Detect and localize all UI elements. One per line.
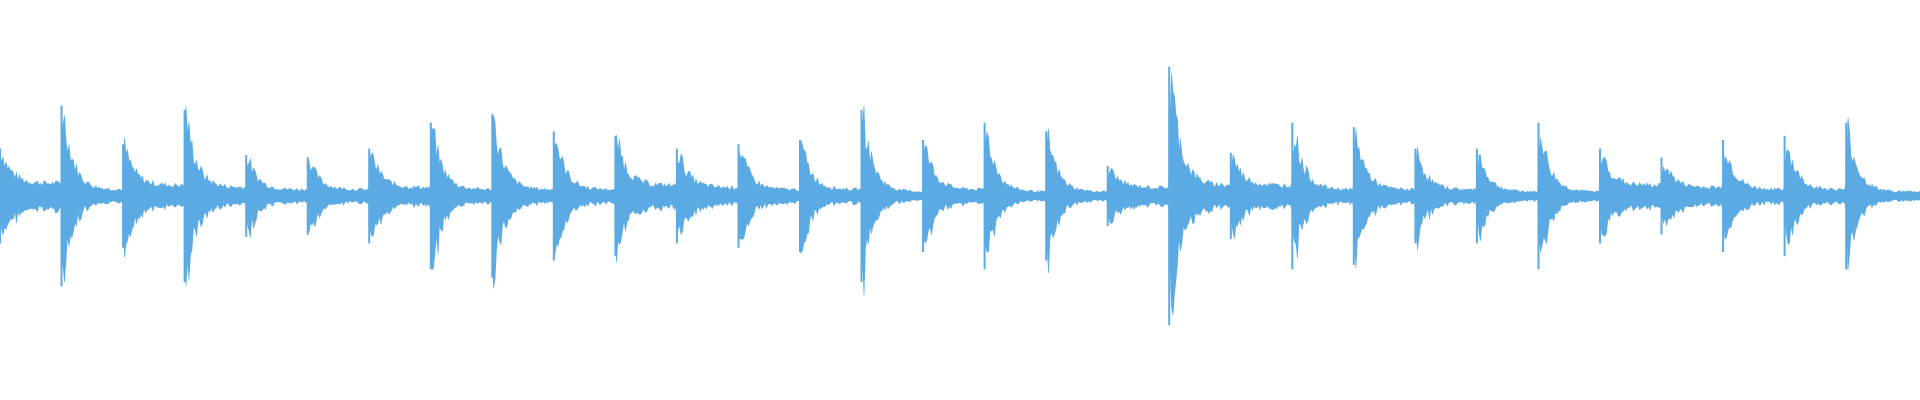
waveform-shape <box>0 73 1920 316</box>
waveform-bars <box>0 66 1920 326</box>
